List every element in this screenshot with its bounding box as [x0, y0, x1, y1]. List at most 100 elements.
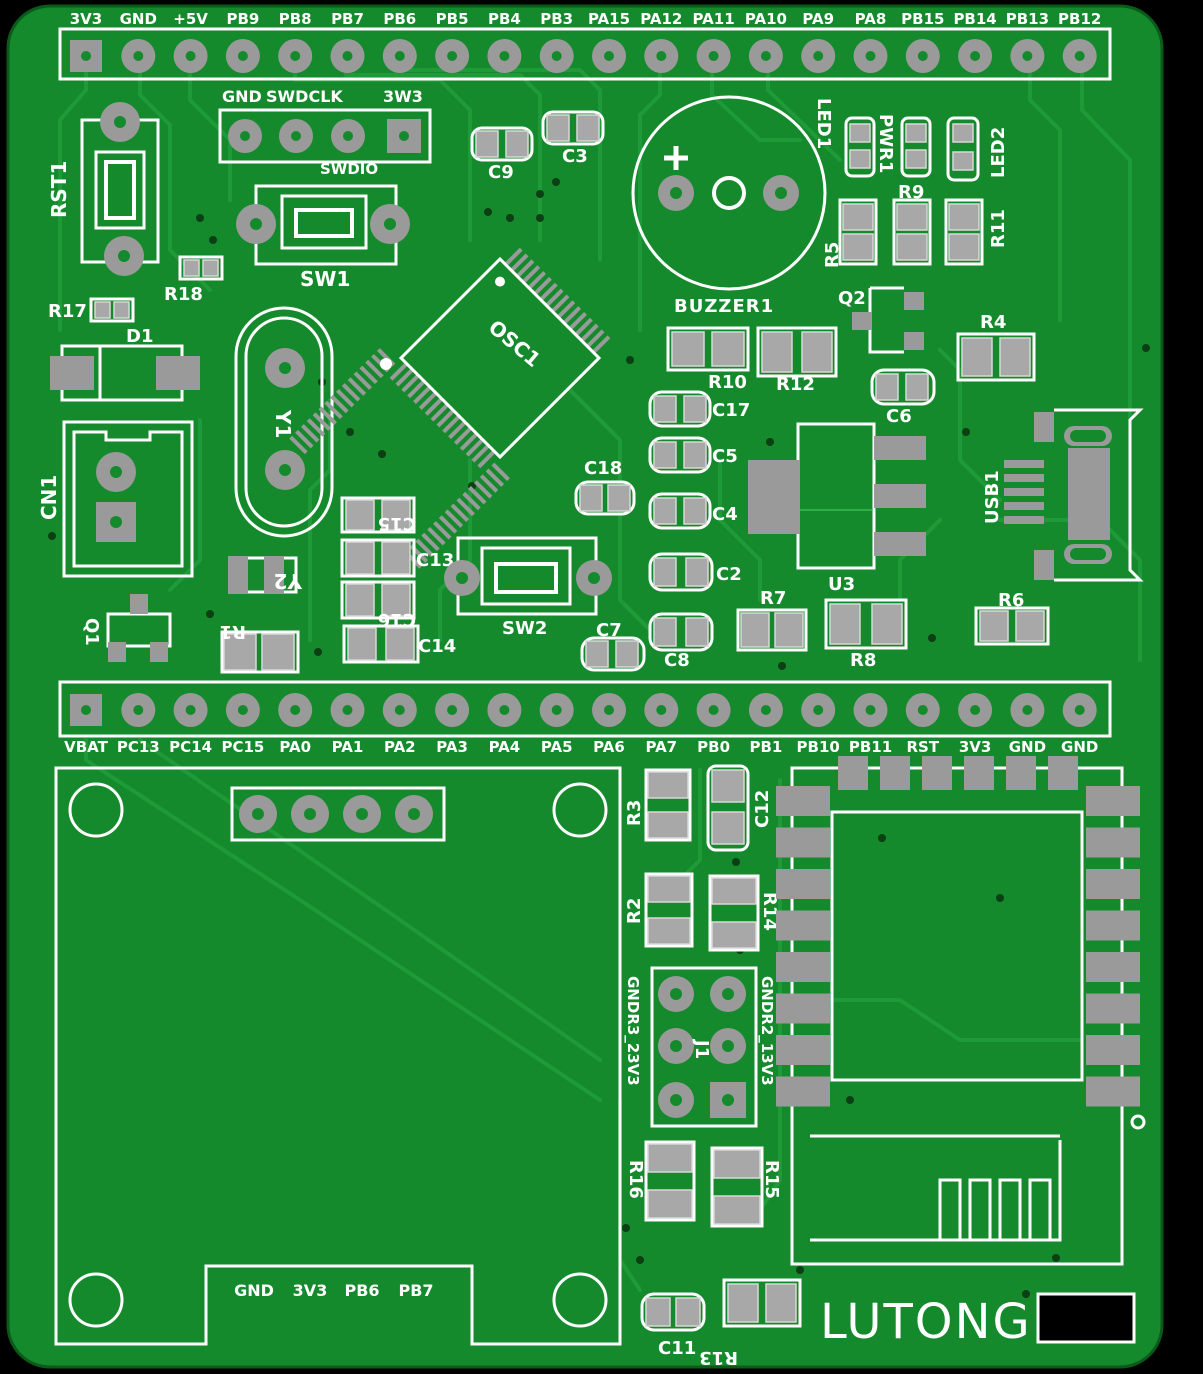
- top-header-label-13: PA10: [745, 10, 787, 28]
- y2-crystal: Y2: [228, 556, 303, 594]
- bottom-header-label-1: PC13: [117, 738, 160, 756]
- ref-r7: R7: [760, 588, 786, 609]
- ref-cn1: CN1: [37, 475, 61, 520]
- ref-r1: R1: [220, 621, 246, 642]
- top-header-label-17: PB14: [953, 10, 996, 28]
- ref-c13: C13: [416, 550, 454, 571]
- ref-c3: C3: [562, 146, 588, 167]
- bottom-header-label-12: PB0: [697, 738, 730, 756]
- ref-r15: R15: [761, 1160, 782, 1199]
- top-header-label-12: PA11: [693, 10, 735, 28]
- top-header-label-11: PA12: [640, 10, 682, 28]
- r14-resistor: R14: [708, 874, 780, 952]
- bottom-header-label-15: PB11: [849, 738, 892, 756]
- ref-r6: R6: [998, 590, 1024, 611]
- top-header-label-1: GND: [120, 10, 157, 28]
- ref-d1: D1: [126, 326, 153, 347]
- board-substrate: [6, 4, 1164, 1369]
- top-header-label-8: PB4: [488, 10, 521, 28]
- r2-resistor: R2: [624, 872, 694, 948]
- top-header-label-9: PB3: [540, 10, 573, 28]
- ref-sw2: SW2: [502, 618, 547, 639]
- top-header-pins: [70, 39, 1097, 73]
- ref-c9: C9: [488, 162, 514, 183]
- q1-transistor: Q1: [81, 594, 172, 662]
- r16-resistor: R16: [625, 1140, 696, 1222]
- bottom-header-label-9: PA5: [541, 738, 573, 756]
- ref-r3: R3: [624, 800, 645, 826]
- top-header-label-2: +5V: [173, 10, 208, 28]
- led1: LED1: [813, 98, 876, 178]
- c17-capacitor: C17: [648, 390, 750, 428]
- r3-resistor: R3: [624, 768, 692, 842]
- ref-c14: C14: [418, 636, 456, 657]
- ref-c11: C11: [658, 1338, 696, 1359]
- top-header-label-14: PA9: [802, 10, 834, 28]
- bottom-header-label-13: PB1: [749, 738, 782, 756]
- bottom-header-label-10: PA6: [593, 738, 625, 756]
- top-header-label-16: PB15: [901, 10, 944, 28]
- sw1-button: SW1: [236, 184, 410, 291]
- c5-capacitor: C5: [648, 436, 738, 474]
- ref-r16: R16: [625, 1160, 646, 1199]
- ref-r10: R10: [708, 372, 747, 393]
- ref-q2: Q2: [838, 288, 866, 309]
- top-header-label-3: PB9: [226, 10, 259, 28]
- ref-r14: R14: [759, 892, 780, 931]
- ref-buzzer1: BUZZER1: [674, 296, 774, 317]
- c12-capacitor: C12: [706, 764, 773, 852]
- r5-resistor: R5: [822, 198, 878, 268]
- c11-capacitor: C11: [640, 1292, 706, 1359]
- j1-left-label: GNDR3_23V3: [624, 976, 642, 1086]
- board-marking-area: [1036, 1292, 1136, 1344]
- vias: [48, 178, 1150, 1298]
- bottom-header-label-19: GND: [1061, 738, 1098, 756]
- pwr1-led: PWR1: [875, 114, 932, 178]
- c8-capacitor: C8: [648, 612, 714, 671]
- c18-capacitor: C18: [574, 458, 636, 516]
- ref-rst1: RST1: [47, 161, 71, 218]
- r6-resistor: R6: [974, 590, 1050, 646]
- ref-r2: R2: [624, 898, 645, 924]
- ref-c12: C12: [752, 790, 773, 828]
- ref-q1: Q1: [81, 618, 102, 646]
- top-header-label-18: PB13: [1006, 10, 1049, 28]
- ref-u3: U3: [828, 574, 855, 595]
- c13-capacitor: C13: [340, 538, 454, 578]
- ref-c5: C5: [712, 446, 738, 467]
- bottom-header-label-11: PA7: [645, 738, 677, 756]
- usb1-connector: USB1: [982, 408, 1144, 582]
- j1-right-label: GNDR2_13V3: [758, 976, 776, 1086]
- ref-r18: R18: [164, 284, 203, 305]
- swd-header: GND SWDCLK 3W3 SWDIO: [218, 87, 432, 178]
- oled-label-2: PB6: [344, 1281, 379, 1300]
- oled-label-3: PB7: [398, 1281, 433, 1300]
- c4-capacitor: C4: [648, 492, 738, 530]
- top-header-label-5: PB7: [331, 10, 364, 28]
- r13-resistor: R13: [699, 1278, 802, 1368]
- ref-led1: LED1: [813, 98, 834, 149]
- bottom-header-label-3: PC15: [221, 738, 264, 756]
- bottom-header-pins: [70, 693, 1097, 727]
- oled-label-0: GND: [234, 1281, 274, 1300]
- ref-r9: R9: [898, 182, 924, 203]
- bottom-header-label-17: 3V3: [959, 738, 991, 756]
- ref-pwr1: PWR1: [875, 114, 896, 173]
- ref-r11: R11: [988, 209, 1009, 248]
- ref-j1: J1: [691, 1038, 712, 1059]
- bottom-header-label-2: PC14: [169, 738, 212, 756]
- q2-transistor: Q2: [838, 286, 924, 354]
- ref-c8: C8: [664, 650, 690, 671]
- r4-resistor: R4: [956, 312, 1036, 382]
- r10-resistor: R10: [666, 326, 750, 393]
- cn1-connector: CN1: [37, 420, 194, 578]
- ref-r5: R5: [822, 242, 843, 268]
- u3-regulator: U3: [748, 422, 926, 595]
- ref-c4: C4: [712, 504, 738, 525]
- ref-led2: LED2: [988, 127, 1009, 178]
